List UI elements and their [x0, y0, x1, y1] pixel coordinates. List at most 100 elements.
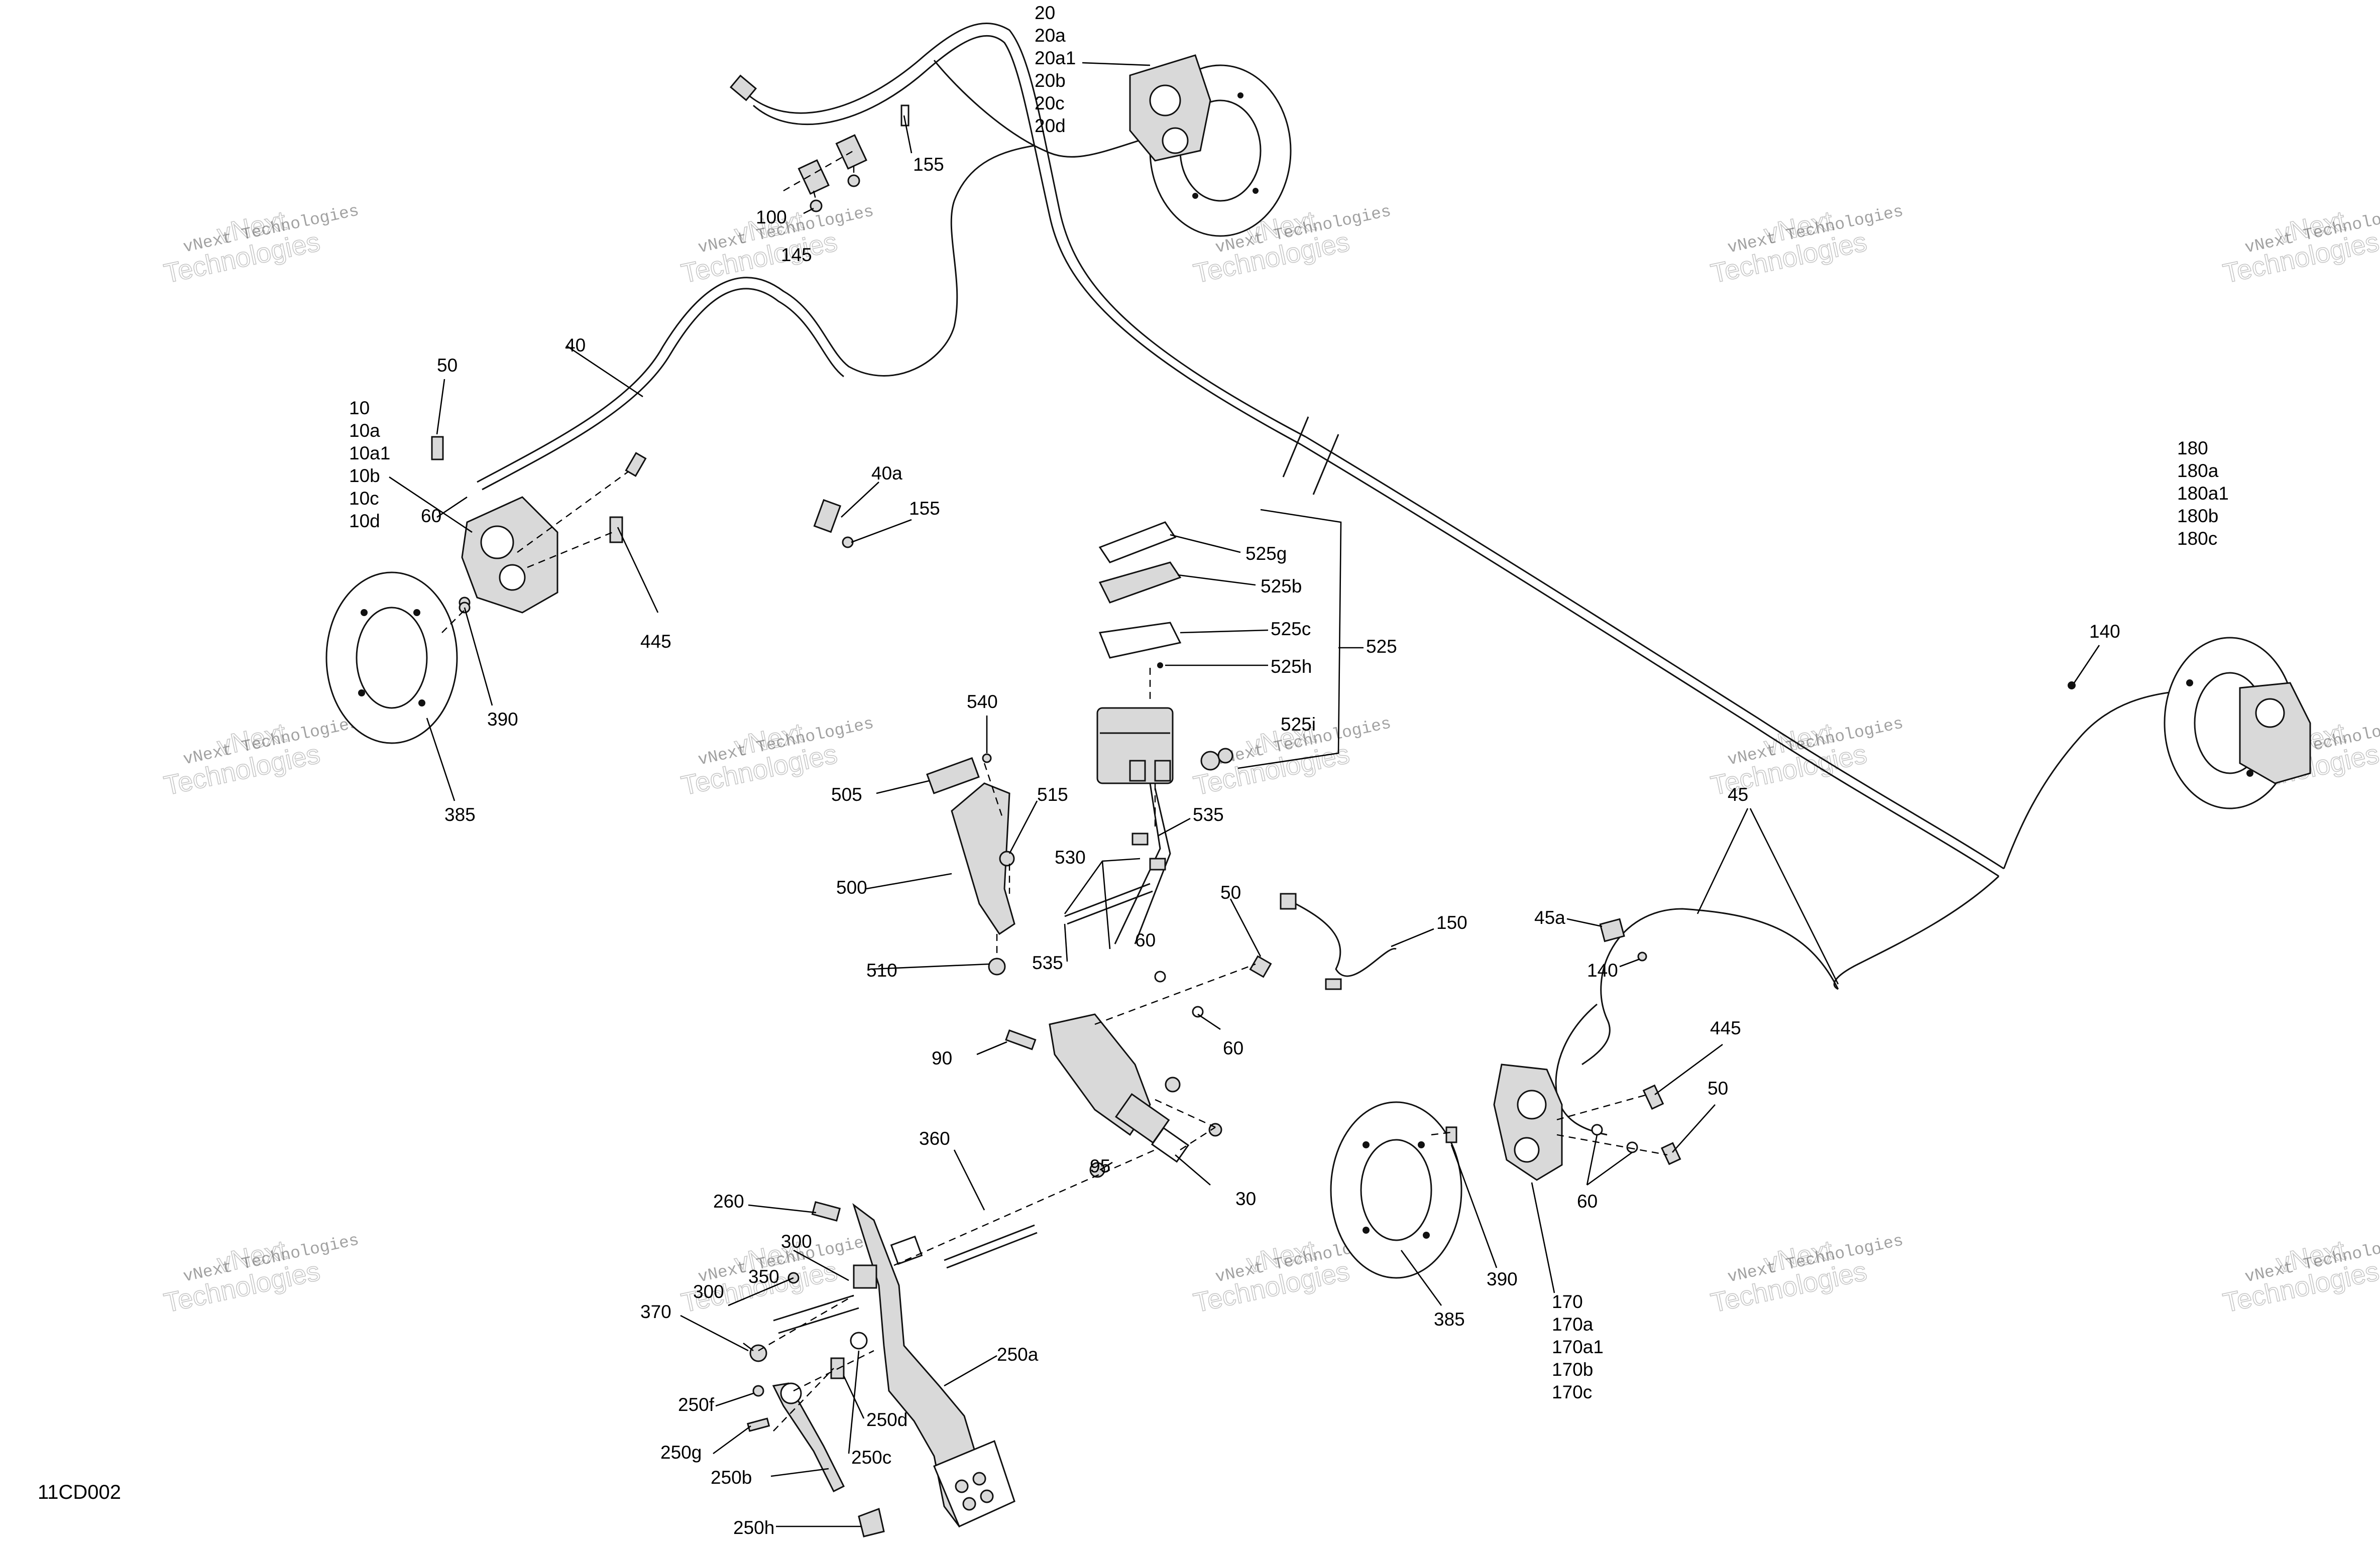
assembly-dashed-lines: [441, 150, 1668, 1432]
callout: 45a: [1534, 907, 1565, 928]
callout: 250c: [851, 1447, 891, 1468]
callout: 385: [1434, 1309, 1465, 1330]
callout: 180: [2177, 438, 2208, 458]
line-clips-top: [729, 74, 910, 212]
rear-left-caliper-assembly: [1330, 918, 1681, 1279]
callout: 50: [1220, 882, 1241, 903]
master-cylinder-bracket: [926, 753, 1015, 976]
callout: 170a: [1552, 1314, 1594, 1335]
front-left-caliper-assembly: [325, 436, 647, 744]
callout: 140: [2089, 621, 2120, 642]
callout: 445: [640, 631, 671, 652]
pedal-stopper: [858, 1507, 885, 1537]
callout: 390: [487, 709, 518, 730]
brake-lines: [477, 23, 2190, 1136]
callout: 180b: [2177, 506, 2218, 526]
callout: 20a1: [1035, 48, 1076, 68]
callout: 525i: [1281, 714, 1316, 735]
callout: 150: [1436, 912, 1467, 933]
callout: 10d: [349, 511, 380, 531]
reservoir-assembly: [1096, 521, 1233, 784]
callout: 250d: [866, 1409, 908, 1430]
callout: 170: [1552, 1291, 1583, 1312]
callout: 95: [1090, 1156, 1110, 1176]
callout: 525b: [1261, 576, 1302, 597]
callout: 510: [866, 960, 897, 981]
watermark-layer: vNext Technologies vNext Technologies vN…: [161, 201, 2380, 1319]
reservoir-hoses: [1064, 783, 1171, 944]
brake-fluid-reservoir: [1096, 707, 1174, 784]
callout: 525: [1366, 636, 1397, 657]
master-cylinder: [1005, 893, 1397, 1178]
callout: 60: [1577, 1191, 1598, 1212]
callout: 500: [836, 877, 867, 898]
bleed-screw: [431, 436, 444, 460]
callout: 180a: [2177, 460, 2219, 481]
callout: 45: [1728, 784, 1748, 805]
callout: 20c: [1035, 93, 1065, 113]
callout: 60: [1135, 930, 1156, 951]
front-right-caliper-assembly: [1129, 54, 1292, 237]
callout: 250f: [678, 1394, 715, 1415]
callout: 525c: [1271, 619, 1311, 639]
callout: 250h: [733, 1517, 774, 1538]
callout: 250a: [997, 1344, 1039, 1365]
callout: 445: [1710, 1018, 1741, 1038]
callout: 20: [1035, 3, 1055, 23]
callout: 40a: [871, 463, 902, 484]
callout: 360: [919, 1128, 950, 1149]
callout: 535: [1193, 804, 1224, 825]
brake-caliper: [461, 496, 558, 614]
callout: 100: [756, 207, 787, 227]
brake-caliper: [2239, 682, 2311, 784]
callout: 170a1: [1552, 1337, 1604, 1357]
callout: 170b: [1552, 1359, 1593, 1380]
callout: 530: [1055, 847, 1086, 868]
callout: 515: [1037, 784, 1068, 805]
diagram-code: 11CD002: [38, 1481, 121, 1503]
callout: 170c: [1552, 1382, 1592, 1402]
callout: 535: [1032, 953, 1063, 973]
rear-right-caliper-assembly: [2068, 637, 2311, 809]
callout: 370: [640, 1301, 671, 1322]
callout: 300: [693, 1281, 724, 1302]
callout: 525h: [1271, 656, 1312, 677]
leader-lines: [389, 62, 2100, 1527]
callout: 10a: [349, 420, 380, 441]
callout: 50: [1708, 1078, 1728, 1099]
callout-labels: 20 20a 20a1 20b 20c 20d 155 100 145 40 5…: [349, 3, 2229, 1538]
callout: 155: [913, 154, 944, 175]
callout: 60: [1223, 1038, 1243, 1058]
callout: 385: [444, 804, 476, 825]
callout: 250b: [711, 1467, 752, 1488]
callout: 10: [349, 398, 370, 418]
callout: 505: [831, 784, 862, 805]
callout: 50: [437, 355, 458, 376]
callout: 20a: [1035, 25, 1066, 46]
callout: 90: [932, 1048, 952, 1069]
callout: 180c: [2177, 528, 2217, 549]
line-clip-middle: [813, 499, 854, 548]
callout: 10b: [349, 465, 380, 486]
callout: 20d: [1035, 115, 1066, 136]
brake-caliper: [1493, 1063, 1563, 1181]
callout: 155: [909, 498, 940, 519]
callout: 10a1: [349, 443, 390, 463]
callout: 60: [421, 506, 441, 526]
callout: 140: [1587, 960, 1618, 981]
callout: 180a1: [2177, 483, 2229, 504]
callout: 250g: [660, 1442, 702, 1463]
callout: 540: [967, 691, 998, 712]
callout: 10c: [349, 488, 379, 509]
brake-pedal-assembly: [747, 1201, 1038, 1537]
callout: 260: [713, 1191, 744, 1212]
callout: 30: [1235, 1189, 1256, 1209]
callout: 145: [781, 245, 812, 265]
brake-pedal-pad: [933, 1440, 1015, 1528]
callout: 20b: [1035, 70, 1066, 91]
callout: 525g: [1245, 543, 1287, 564]
callout: 40: [565, 335, 586, 355]
callout: 350: [748, 1266, 779, 1287]
callout: 300: [781, 1231, 812, 1252]
